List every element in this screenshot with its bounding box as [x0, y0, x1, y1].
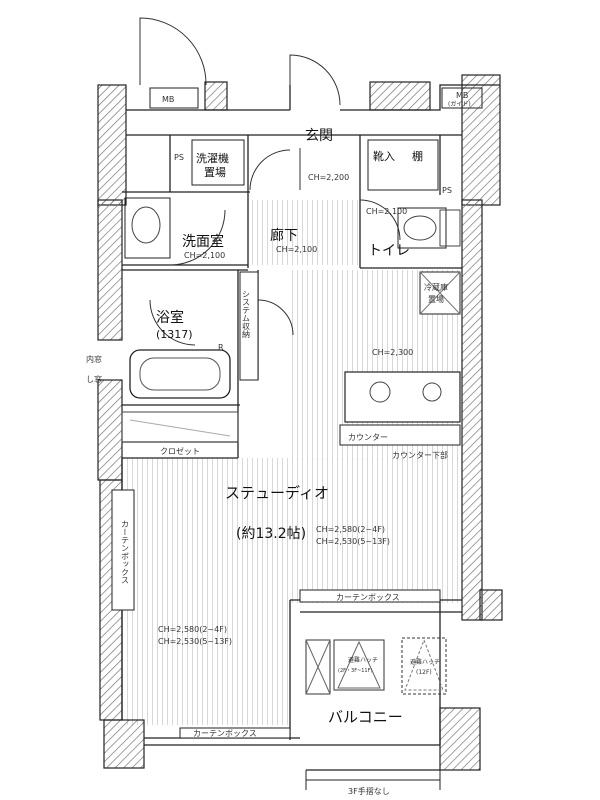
studio-size: (約13.2帖)	[236, 526, 306, 542]
studio-label: ステューディオ	[225, 484, 329, 502]
washbasin	[124, 197, 171, 259]
studio-floor	[123, 458, 461, 603]
emergency-hatch-label: 避難ハッチ	[348, 656, 378, 664]
bath-size: (1317)	[156, 328, 193, 341]
washer-label: 洗濯機	[196, 151, 229, 165]
r-mark: R	[218, 343, 224, 352]
kitchen-counter	[344, 371, 461, 423]
mb-box-right	[441, 87, 483, 109]
doors	[139, 17, 401, 346]
inner-window-label-2: し窓	[86, 374, 102, 384]
emergency-hatch-sub: (2F・3F~11F)	[338, 668, 372, 674]
curtain-box-left-rect	[111, 489, 135, 611]
balcony-label: バルコニー	[328, 708, 403, 726]
fridge-label-2: 置場	[428, 294, 444, 304]
mb-label-right-sub: (ガイド)	[448, 100, 471, 108]
evac-hatch-box	[401, 637, 447, 695]
closet-shelf	[121, 411, 239, 443]
ch-upper-2: CH=2,530(5~13F)	[316, 537, 390, 546]
washer-space	[191, 139, 245, 186]
entrance-ch: CH=2,200	[308, 173, 349, 182]
counter-below-label: カウンター下部	[392, 450, 448, 460]
curtain-box-mid-label: カーテンボックス	[336, 593, 400, 602]
hallway-ch: CH=2,100	[276, 245, 317, 254]
system-storage-label: システム収納	[242, 290, 251, 339]
ps-label-right: PS	[442, 186, 452, 195]
mb-label-right: MB	[456, 91, 468, 100]
ch-lower-1: CH=2,580(2~4F)	[158, 625, 227, 634]
fridge-label: 冷蔵庫	[424, 282, 448, 292]
washer-label-2: 置場	[204, 166, 226, 179]
shoe-cabinet	[367, 139, 439, 191]
balcony-outdoor-unit	[305, 639, 331, 695]
mb-label-left: MB	[162, 95, 174, 104]
evac-hatch-label: 避難ハッチ	[410, 658, 440, 666]
mb-box-left	[149, 87, 199, 109]
curtain-box-bottom-label: カーテンボックス	[193, 729, 257, 738]
inner-window-label: 内窓	[86, 354, 102, 364]
hallway-label: 廊下	[270, 227, 298, 244]
ps-label-left: PS	[174, 153, 184, 162]
washroom-label: 洗面室	[182, 233, 224, 250]
evac-hatch-sub: (12F)	[416, 669, 432, 676]
bathtub	[129, 349, 231, 399]
toilet-ch: CH=2,100	[366, 207, 407, 216]
toilet-fixture	[397, 207, 447, 249]
toilet-label: トイレ	[368, 243, 410, 259]
studio-floor-lower	[123, 603, 291, 725]
ch-upper-1: CH=2,580(2~4F)	[316, 525, 385, 534]
entrance-label: 玄関	[305, 127, 333, 144]
curtain-box-mid-rect	[299, 589, 441, 603]
system-storage-unit	[239, 271, 259, 381]
emergency-hatch-box	[333, 639, 385, 691]
curtain-box-bottom-rect	[179, 727, 291, 739]
shelf-label: 棚	[412, 149, 423, 163]
closet-label: クロゼット	[160, 446, 200, 456]
no-railing-note: 3F手摺なし	[348, 786, 390, 796]
counter-label: カウンター	[348, 433, 388, 442]
bath-label: 浴室	[156, 309, 184, 326]
curtain-box-left-label: カーテンボックス	[121, 520, 130, 584]
shoe-storage-label: 靴入	[373, 149, 395, 163]
outer-walls	[97, 74, 503, 771]
washroom-ch: CH=2,100	[184, 251, 225, 260]
hall-floor	[248, 200, 360, 265]
ch-lower-2: CH=2,530(5~13F)	[158, 637, 232, 646]
kitchen-ch: CH=2,300	[372, 348, 413, 357]
